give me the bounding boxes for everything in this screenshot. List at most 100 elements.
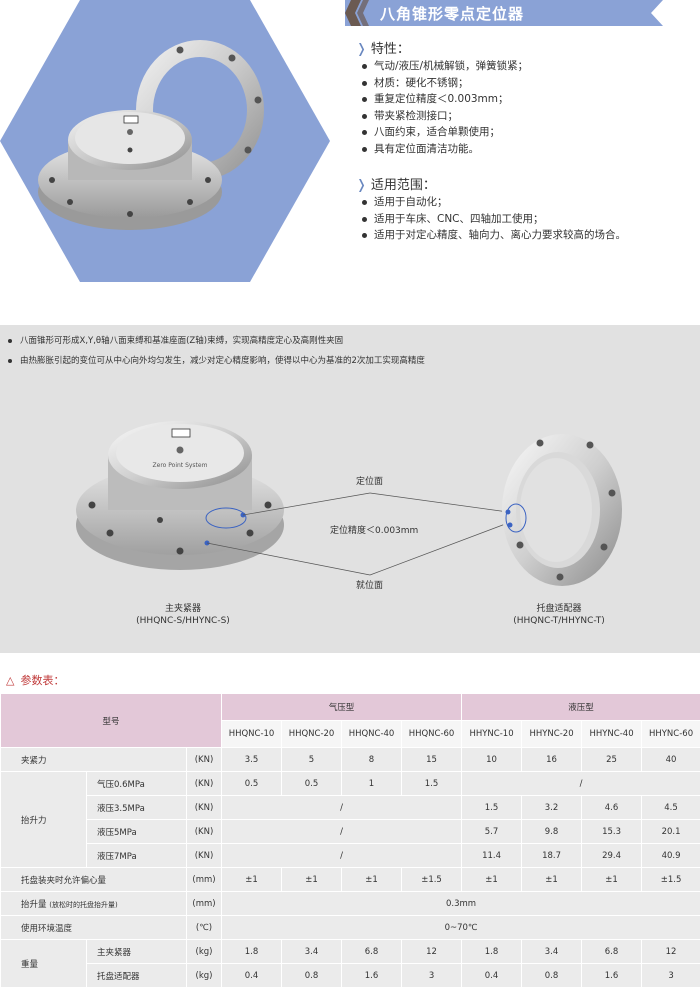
value-cell: 5 bbox=[281, 747, 343, 772]
clamp-force-label: 夹紧力 bbox=[0, 747, 187, 772]
unit-cell: (KN) bbox=[185, 771, 223, 796]
value-cell: 15 bbox=[401, 747, 463, 772]
positioning-surface-label: 定位面 bbox=[356, 477, 384, 487]
features-heading-text: 特性： bbox=[370, 42, 410, 57]
unit-cell: (mm) bbox=[185, 867, 223, 892]
env-temp-label: 使用环境温度 bbox=[0, 915, 187, 940]
params-heading: △ 参数表： bbox=[6, 672, 64, 688]
feature-item: 带夹紧检测接口； bbox=[360, 108, 528, 125]
main-clamper-caption: 主夹紧器 (HHQNC-S/HHYNC-S) bbox=[118, 603, 248, 627]
hydraulic-group-header: 液压型 bbox=[461, 693, 700, 721]
value-cell: 12 bbox=[641, 939, 700, 964]
params-heading-text: 参数表： bbox=[20, 674, 65, 687]
value-cell: 3.4 bbox=[521, 939, 583, 964]
lift-amount-note: (放松时的托盘抬升量) bbox=[49, 900, 118, 909]
value-cell: 4.6 bbox=[581, 795, 643, 820]
model-cell: HHQNC-20 bbox=[281, 720, 343, 748]
value-cell: 6.8 bbox=[581, 939, 643, 964]
tolerance-label: 托盘装夹时允许偏心量 bbox=[0, 867, 187, 892]
value-cell: 18.7 bbox=[521, 843, 583, 868]
value-cell: 1.8 bbox=[461, 939, 523, 964]
adapter-name: 托盘适配器 bbox=[536, 604, 582, 614]
application-item: 适用于自动化； bbox=[360, 194, 626, 211]
note-item: 八面锥形可形成X,Y,θ轴八面束缚和基准座面(Z轴)束缚，实现高精度定心及高刚性… bbox=[6, 334, 425, 354]
value-cell: 0.3mm bbox=[221, 891, 700, 916]
value-cell: 0.8 bbox=[521, 963, 583, 988]
features-heading: ❭特性： bbox=[356, 38, 410, 57]
value-cell: / bbox=[221, 843, 463, 868]
unit-cell: (KN) bbox=[185, 819, 223, 844]
value-cell: 0~70℃ bbox=[221, 915, 700, 940]
value-cell: 6.8 bbox=[341, 939, 403, 964]
params-table: 型号 气压型 液压型 HHQNC-10 HHQNC-20 HHQNC-40 HH… bbox=[0, 693, 700, 988]
value-cell: 0.5 bbox=[221, 771, 283, 796]
value-cell: ±1.5 bbox=[641, 867, 700, 892]
value-cell: 10 bbox=[461, 747, 523, 772]
value-cell: 3.4 bbox=[281, 939, 343, 964]
triangle-icon: △ bbox=[6, 674, 15, 687]
value-cell: 1.5 bbox=[461, 795, 523, 820]
feature-item: 材质：硬化不锈钢； bbox=[360, 75, 528, 92]
lift-force-label: 抬升力 bbox=[0, 771, 87, 868]
chevron-right-icon: ❭ bbox=[356, 178, 367, 193]
model-cell: HHQNC-40 bbox=[341, 720, 403, 748]
value-cell: ±1 bbox=[581, 867, 643, 892]
lift-h35-label: 液压3.5MPa bbox=[86, 795, 187, 820]
accuracy-label: 定位精度＜0.003mm bbox=[330, 526, 419, 536]
lift-h7-label: 液压7MPa bbox=[86, 843, 187, 868]
value-cell: 15.3 bbox=[581, 819, 643, 844]
feature-item: 八面约束，适合单颗使用； bbox=[360, 124, 528, 141]
value-cell: 3.2 bbox=[521, 795, 583, 820]
adapter-model: (HHQNC-T/HHYNC-T) bbox=[513, 616, 605, 626]
value-cell: ±1 bbox=[461, 867, 523, 892]
value-cell: 5.7 bbox=[461, 819, 523, 844]
feature-item: 气动/液压/机械解锁，弹簧锁紧； bbox=[360, 58, 528, 75]
model-header: 型号 bbox=[0, 693, 223, 748]
value-cell: 0.8 bbox=[281, 963, 343, 988]
value-cell: / bbox=[461, 771, 700, 796]
weight-main-label: 主夹紧器 bbox=[86, 939, 187, 964]
lift-amount-label: 抬升量 (放松时的托盘抬升量) bbox=[0, 891, 187, 916]
value-cell: ±1 bbox=[221, 867, 283, 892]
page-title: 八角锥形零点定位器 bbox=[380, 5, 525, 23]
applications-heading: ❭适用范围： bbox=[356, 174, 436, 193]
value-cell: 1.6 bbox=[581, 963, 643, 988]
model-cell: HHYNC-10 bbox=[461, 720, 523, 748]
clamper-diagram: Zero Point System bbox=[76, 421, 622, 586]
value-cell: / bbox=[221, 819, 463, 844]
application-item: 适用于车床、CNC、四轴加工使用； bbox=[360, 211, 626, 228]
adapter-caption: 托盘适配器 (HHQNC-T/HHYNC-T) bbox=[494, 603, 624, 627]
notes-list: 八面锥形可形成X,Y,θ轴八面束缚和基准座面(Z轴)束缚，实现高精度定心及高刚性… bbox=[6, 334, 425, 374]
application-item: 适用于对定心精度、轴向力、离心力要求较高的场合。 bbox=[360, 227, 626, 244]
value-cell: ±1 bbox=[281, 867, 343, 892]
value-cell: 1 bbox=[341, 771, 403, 796]
value-cell: 29.4 bbox=[581, 843, 643, 868]
weight-adapter-label: 托盘适配器 bbox=[86, 963, 187, 988]
value-cell: 8 bbox=[341, 747, 403, 772]
note-item: 由热膨胀引起的变位可从中心向外均匀发生，减少对定心精度影响，使得以中心为基准的2… bbox=[6, 354, 425, 374]
value-cell: 11.4 bbox=[461, 843, 523, 868]
product-hexagon-image bbox=[0, 0, 330, 282]
value-cell: 3 bbox=[641, 963, 700, 988]
model-cell: HHYNC-60 bbox=[641, 720, 700, 748]
unit-cell: (kg) bbox=[185, 963, 223, 988]
feature-item: 重复定位精度＜0.003mm； bbox=[360, 91, 528, 108]
unit-cell: (KN) bbox=[185, 843, 223, 868]
pneumatic-group-header: 气压型 bbox=[221, 693, 463, 721]
value-cell: 20.1 bbox=[641, 819, 700, 844]
value-cell: 0.5 bbox=[281, 771, 343, 796]
value-cell: 1.5 bbox=[401, 771, 463, 796]
value-cell: 40 bbox=[641, 747, 700, 772]
value-cell: / bbox=[221, 795, 463, 820]
lift-air-label: 气压0.6MPa bbox=[86, 771, 187, 796]
value-cell: ±1 bbox=[521, 867, 583, 892]
value-cell: ±1 bbox=[341, 867, 403, 892]
value-cell: 12 bbox=[401, 939, 463, 964]
feature-item: 具有定位面清洁功能。 bbox=[360, 141, 528, 158]
value-cell: 3.5 bbox=[221, 747, 283, 772]
value-cell: 0.4 bbox=[461, 963, 523, 988]
lift-h5-label: 液压5MPa bbox=[86, 819, 187, 844]
model-cell: HHQNC-10 bbox=[221, 720, 283, 748]
value-cell: 40.9 bbox=[641, 843, 700, 868]
value-cell: 1.8 bbox=[221, 939, 283, 964]
